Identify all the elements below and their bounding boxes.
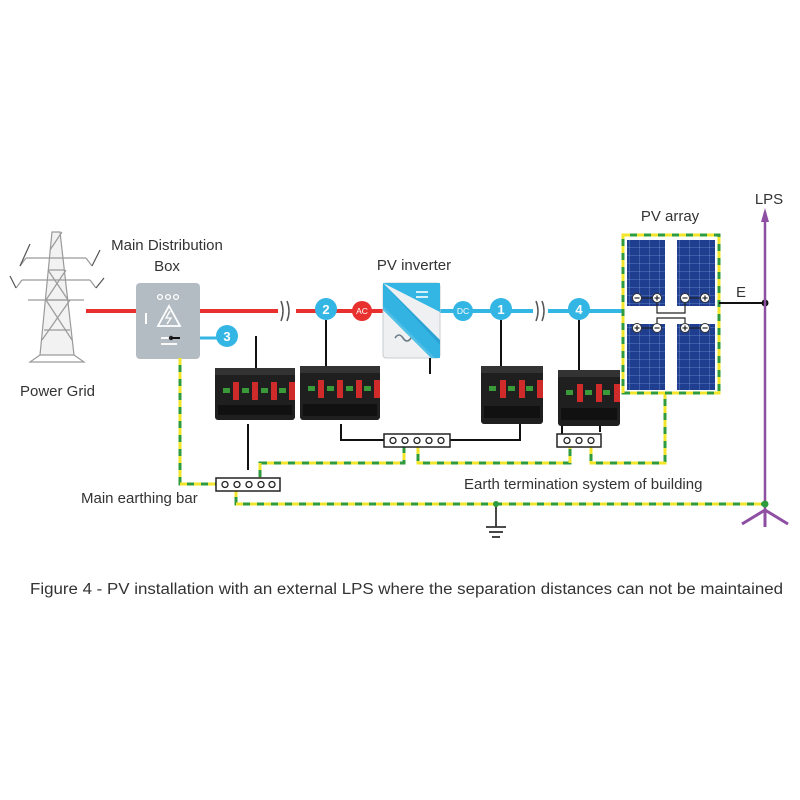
main-distribution-box-label-line2: Box [154, 258, 180, 275]
pv-inverter-label: PV inverter [377, 257, 451, 274]
spd-device-3 [215, 368, 295, 420]
power-grid-tower-icon [9, 231, 105, 363]
pv-inverter [382, 282, 441, 359]
svg-text:DC: DC [457, 306, 469, 316]
svg-text:3: 3 [223, 329, 230, 344]
main-distribution-box-label-line1: Main Distribution [111, 237, 223, 254]
ground-junction-dot [493, 501, 499, 507]
svg-text:1: 1 [497, 302, 504, 317]
figure-caption: Figure 4 - PV installation with an exter… [30, 581, 783, 598]
badge-4: 4 [568, 298, 590, 320]
spd-device-1 [481, 366, 543, 424]
earth-conductors [178, 358, 765, 506]
equipotential-bar-array [556, 433, 602, 448]
ac-line [86, 300, 383, 322]
ac-tag: AC [352, 301, 372, 321]
spd-device-4 [558, 370, 620, 426]
lps-earth-junction-dot [761, 500, 769, 508]
e-label: E [736, 284, 746, 301]
ground-symbol-icon [486, 504, 506, 538]
lps-down-conductor [741, 208, 789, 527]
badge-2: 2 [315, 298, 337, 320]
main-earthing-bar [215, 477, 281, 492]
pv-array-label: PV array [641, 208, 700, 225]
lightning-warning-icon [156, 304, 182, 327]
svg-text:2: 2 [322, 302, 329, 317]
svg-text:AC: AC [356, 306, 368, 316]
pv-array [621, 233, 721, 395]
dc-tag: DC [453, 301, 473, 321]
main-earthing-bar-label: Main earthing bar [81, 490, 198, 507]
earth-termination-label: Earth termination system of building [464, 476, 702, 493]
spd-device-2 [300, 366, 380, 420]
lps-label: LPS [755, 191, 783, 208]
equipotential-bar-inverter [383, 433, 451, 448]
svg-text:4: 4 [575, 302, 583, 317]
badge-1: 1 [490, 298, 512, 320]
badge-3: 3 [216, 325, 238, 347]
main-distribution-box [136, 283, 200, 359]
connection-wires [171, 320, 601, 470]
power-grid-label: Power Grid [20, 383, 95, 400]
